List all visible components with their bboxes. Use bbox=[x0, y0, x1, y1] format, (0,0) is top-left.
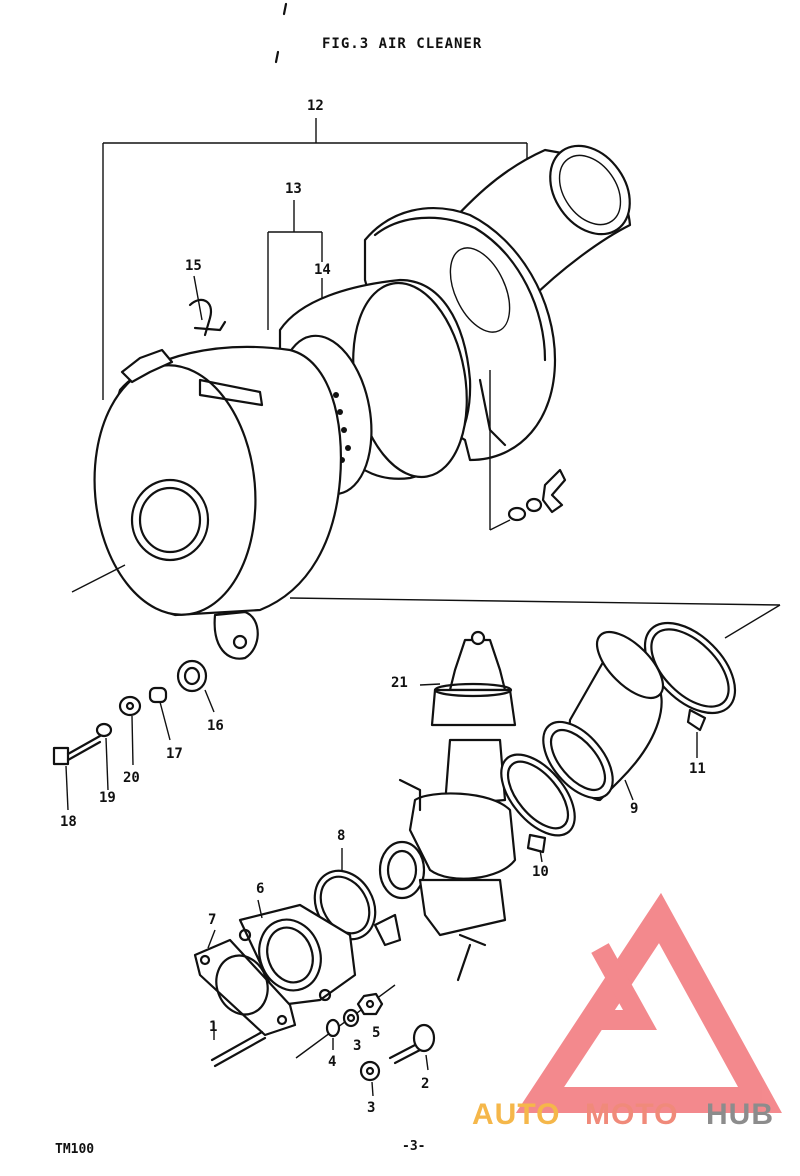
callout-19: 19 bbox=[99, 790, 116, 806]
callout-9: 9 bbox=[630, 801, 638, 817]
scan-mark bbox=[274, 50, 280, 64]
clamp-10 bbox=[500, 753, 576, 863]
cover-clip bbox=[120, 348, 174, 384]
callout-12: 12 bbox=[307, 98, 324, 114]
callout-20: 20 bbox=[123, 770, 140, 786]
perspective-lines bbox=[71, 564, 781, 639]
manifold-6 bbox=[238, 899, 357, 1007]
stud-1 bbox=[210, 1022, 267, 1068]
grommet-16 bbox=[176, 659, 215, 713]
callout-8: 8 bbox=[337, 828, 345, 844]
callout-15: 15 bbox=[185, 258, 202, 274]
watermark-text: AUTO MOTO HUB bbox=[472, 1098, 774, 1131]
callout-14: 14 bbox=[314, 262, 331, 278]
callout-4: 4 bbox=[328, 1054, 336, 1070]
washer-20 bbox=[118, 695, 142, 766]
callout-7: 7 bbox=[208, 912, 216, 928]
callout-labels: 12 13 14 15 16 17 18 19 20 21 11 9 10 8 … bbox=[60, 98, 706, 1116]
clamp-11 bbox=[643, 621, 737, 758]
callout-6: 6 bbox=[256, 881, 264, 897]
washer-3-lower bbox=[359, 1060, 381, 1097]
hose-9 bbox=[542, 631, 664, 802]
lock-washer-19 bbox=[95, 722, 113, 791]
footer-page: -3- bbox=[402, 1139, 425, 1154]
watermark-logo bbox=[515, 892, 782, 1113]
cover-mount-tab bbox=[213, 610, 259, 660]
figure-title: FIG.3 AIR CLEANER bbox=[322, 36, 482, 52]
washer-3 bbox=[342, 1008, 360, 1028]
scan-mark bbox=[282, 2, 288, 16]
leader-15 bbox=[193, 275, 203, 321]
carburetor-21 bbox=[378, 630, 517, 982]
callout-1: 1 bbox=[209, 1019, 217, 1035]
bolt-18 bbox=[52, 734, 102, 811]
air-cleaner-cover bbox=[93, 298, 342, 660]
callout-11: 11 bbox=[689, 761, 706, 777]
callout-18: 18 bbox=[60, 814, 77, 830]
watermark-auto: AUTO bbox=[472, 1098, 560, 1131]
callout-3-upper: 3 bbox=[353, 1038, 361, 1054]
gasket-7 bbox=[193, 929, 297, 1037]
watermark-hub: HUB bbox=[706, 1098, 774, 1131]
callout-2: 2 bbox=[421, 1076, 429, 1092]
watermark-moto: MOTO bbox=[585, 1098, 678, 1131]
bolt-2 bbox=[388, 1023, 436, 1071]
nut-4 bbox=[325, 1018, 341, 1050]
callout-17: 17 bbox=[166, 746, 183, 762]
callout-16: 16 bbox=[207, 718, 224, 734]
nut-5 bbox=[356, 992, 384, 1016]
callout-21: 21 bbox=[391, 675, 408, 691]
collar-17 bbox=[148, 686, 171, 741]
callout-3-lower: 3 bbox=[367, 1100, 375, 1116]
callout-10: 10 bbox=[532, 864, 549, 880]
wing-nut-set bbox=[507, 468, 567, 522]
callout-5: 5 bbox=[372, 1025, 380, 1041]
footer-model: TM100 bbox=[55, 1142, 94, 1157]
callout-13: 13 bbox=[285, 181, 302, 197]
